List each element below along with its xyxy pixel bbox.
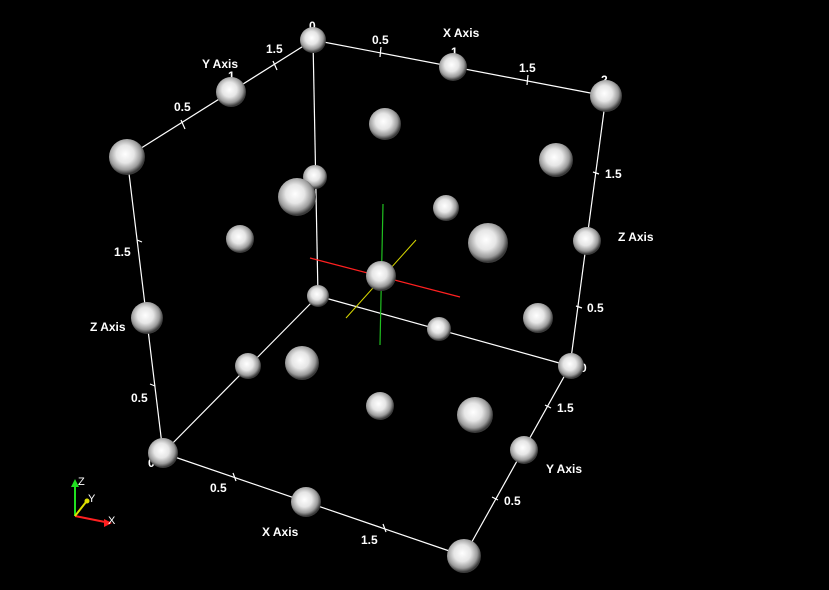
atom-sphere[interactable] [590, 80, 622, 112]
atom-sphere[interactable] [285, 346, 319, 380]
tick-label: 0.5 [131, 391, 148, 405]
orientation-widget: X Y Z [71, 476, 116, 527]
tick-labels: 0.5 1.5 1 2 1.5 0.5 0 1 1.5 0.5 1.5 0.5 … [114, 19, 622, 547]
orientation-y-axis [74, 501, 87, 517]
tick-label: 1 [451, 45, 458, 59]
y-axis-title-left: Y Axis [202, 57, 238, 71]
orientation-z-arrow [71, 479, 79, 487]
tick-marks [136, 46, 600, 533]
tick-mark [379, 46, 382, 58]
tick-mark [232, 472, 237, 482]
atom-sphere[interactable] [131, 302, 163, 334]
tick-label: 1.5 [361, 533, 378, 547]
atom-spheres[interactable] [109, 27, 622, 573]
tick-label: 2 [601, 73, 608, 87]
atom-sphere[interactable] [300, 27, 326, 53]
tick-label: 1.5 [266, 42, 283, 56]
tick-mark [149, 383, 156, 387]
tick-label: 0.5 [504, 494, 521, 508]
atom-sphere[interactable] [427, 317, 451, 341]
x-axis-title-bottom: X Axis [262, 525, 299, 539]
tick-mark [491, 496, 499, 501]
tick-label: 0.5 [210, 481, 227, 495]
atom-sphere[interactable] [366, 392, 394, 420]
tick-label: 0 [309, 19, 316, 33]
y-axis-title-right: Y Axis [546, 462, 582, 476]
atom-sphere[interactable] [523, 303, 553, 333]
orientation-x-label: X [108, 515, 116, 527]
tick-label: 1.5 [557, 401, 574, 415]
atom-sphere[interactable] [433, 195, 459, 221]
tick-mark [180, 119, 186, 130]
tick-label: 1.5 [519, 61, 536, 75]
orientation-y-label: Y [88, 493, 96, 505]
atom-sphere[interactable] [307, 285, 329, 307]
tick-label: 0.5 [372, 33, 389, 47]
x-axis-title-top: X Axis [443, 26, 480, 40]
atom-sphere[interactable] [457, 397, 493, 433]
atom-sphere[interactable] [278, 178, 316, 216]
tick-mark [544, 404, 552, 409]
atom-sphere[interactable] [226, 225, 254, 253]
tick-label: 0.5 [174, 100, 191, 114]
atom-sphere[interactable] [369, 108, 401, 140]
tick-label: 0.5 [587, 301, 604, 315]
tick-label: 1 [228, 69, 235, 83]
atom-sphere[interactable] [510, 436, 538, 464]
atom-sphere[interactable] [216, 77, 246, 107]
orientation-x-arrow [104, 519, 112, 527]
z-axis-title-right: Z Axis [618, 230, 654, 244]
tick-label: 0 [148, 456, 155, 470]
z-axis-title-left: Z Axis [90, 320, 126, 334]
tick-mark [575, 305, 583, 309]
atom-sphere[interactable] [439, 53, 467, 81]
tick-mark [382, 523, 387, 533]
tick-mark [272, 60, 278, 71]
atom-sphere[interactable] [468, 223, 508, 263]
atom-sphere[interactable] [558, 353, 584, 379]
atom-sphere[interactable] [366, 261, 396, 291]
atom-sphere[interactable] [291, 487, 321, 517]
atom-sphere[interactable] [447, 539, 481, 573]
atom-sphere[interactable] [235, 353, 261, 379]
axis-titles: X Axis Y Axis Z Axis Z Axis Y Axis X Axi… [90, 26, 654, 539]
orientation-y-arrow [84, 498, 90, 504]
tick-label: 1.5 [605, 167, 622, 181]
atom-sphere[interactable] [109, 139, 145, 175]
atom-sphere[interactable] [539, 143, 573, 177]
orientation-z-label: Z [78, 476, 85, 488]
tick-label: 1.5 [114, 245, 131, 259]
atom-sphere[interactable] [148, 438, 178, 468]
atom-sphere[interactable] [573, 227, 601, 255]
tick-mark [526, 74, 529, 86]
tick-mark [136, 239, 143, 243]
tick-mark [592, 171, 600, 175]
